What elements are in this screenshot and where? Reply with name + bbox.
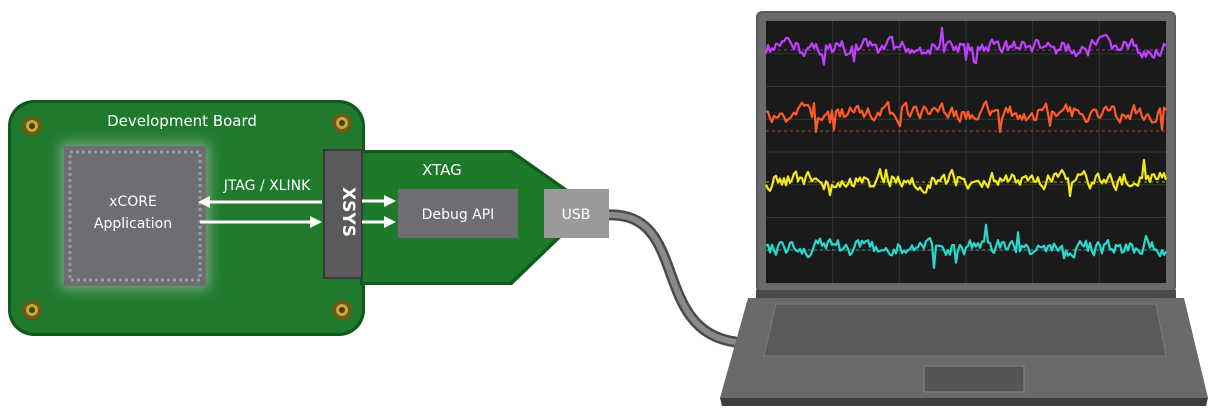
arrow-icon (198, 196, 322, 208)
xcore-chip: xCORE Application (60, 142, 210, 290)
laptop (720, 11, 1208, 406)
arrow-icon (362, 195, 396, 207)
chip-label-line1: xCORE (109, 194, 157, 210)
signal-traces (764, 26, 1168, 269)
xsys-label: XSYS (338, 187, 358, 237)
trackpad (923, 365, 1025, 393)
debug-api-label: Debug API (422, 207, 495, 223)
arrow-icon (200, 216, 322, 228)
mount-hole-icon (332, 113, 352, 133)
board-title: Development Board (107, 112, 257, 130)
purple-trace (764, 26, 1167, 66)
cyan-trace (765, 223, 1167, 269)
orange-trace (765, 100, 1167, 134)
link-label: JTAG / XLINK (223, 178, 311, 194)
arrow-icon (362, 216, 396, 228)
usb-port (544, 189, 609, 238)
yellow-trace (765, 158, 1168, 198)
xtag-title: XTAG (422, 161, 462, 179)
xtag-adapter: XTAG Debug API USB (360, 150, 609, 285)
keyboard-area (763, 303, 1167, 357)
chip-label-line2: Application (94, 216, 172, 232)
mount-hole-icon (332, 300, 352, 320)
development-board: Development Board xCORE Application (8, 100, 365, 336)
xsys-connector: XSYS (323, 149, 363, 279)
mount-hole-icon (22, 300, 42, 320)
mount-hole-icon (22, 116, 42, 136)
usb-label: USB (562, 207, 591, 223)
debug-api-box (398, 189, 518, 238)
